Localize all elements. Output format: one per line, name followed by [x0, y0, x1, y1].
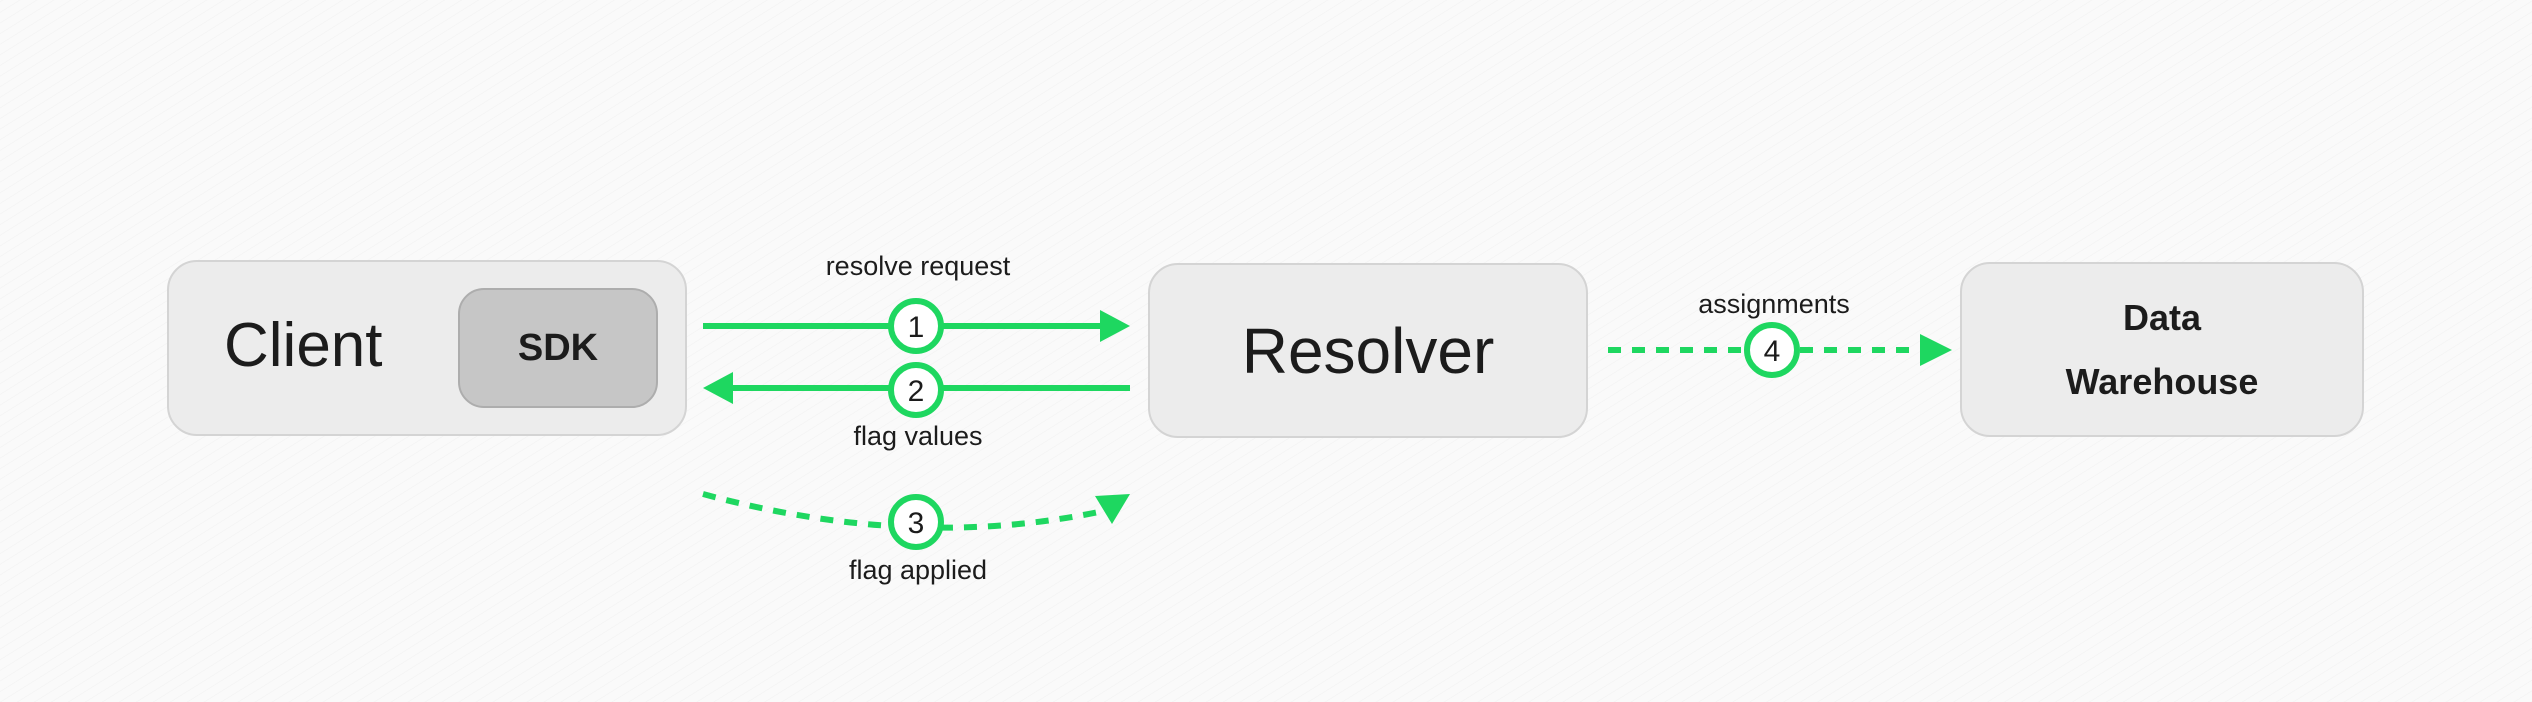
- assignments-arrowhead: [1920, 334, 1952, 366]
- step-4-number: 4: [1764, 335, 1781, 368]
- flag-applied-label: flag applied: [848, 555, 988, 585]
- resolve-request-arrowhead: [1100, 310, 1130, 342]
- data-warehouse-label-line2: Warehouse: [2065, 360, 2259, 402]
- resolver-node: [1148, 263, 1588, 438]
- flag-values-label: flag values: [853, 421, 983, 451]
- resolve-request-arrow: 1: [703, 298, 1130, 354]
- step-3-badge: [888, 494, 944, 550]
- step-1-badge: [888, 298, 944, 354]
- flag-applied-arrow: 3: [702, 491, 1130, 550]
- flag-applied-line: [702, 491, 1109, 531]
- sdk-label: SDK: [517, 326, 599, 369]
- step-2-number: 2: [908, 375, 925, 408]
- step-3-number: 3: [908, 507, 925, 540]
- data-warehouse-label-line1: Data: [2122, 296, 2202, 338]
- resolve-request-label: resolve request: [825, 251, 1011, 281]
- data-warehouse-label: Data Warehouse: [1960, 262, 2364, 437]
- step-2-badge: [888, 362, 944, 418]
- flag-values-arrow: 2: [703, 362, 1130, 418]
- sdk-node: SDK: [458, 288, 658, 408]
- flag-values-arrowhead: [703, 372, 733, 404]
- resolver-label: Resolver: [1241, 314, 1495, 387]
- data-warehouse-node: [1960, 262, 2364, 437]
- assignments-arrow: 4: [1608, 322, 1952, 378]
- step-1-number: 1: [908, 311, 925, 344]
- flag-applied-arrowhead: [1095, 494, 1130, 524]
- assignments-label: assignments: [1698, 289, 1850, 319]
- client-label: Client: [224, 311, 383, 380]
- step-4-badge: [1744, 322, 1800, 378]
